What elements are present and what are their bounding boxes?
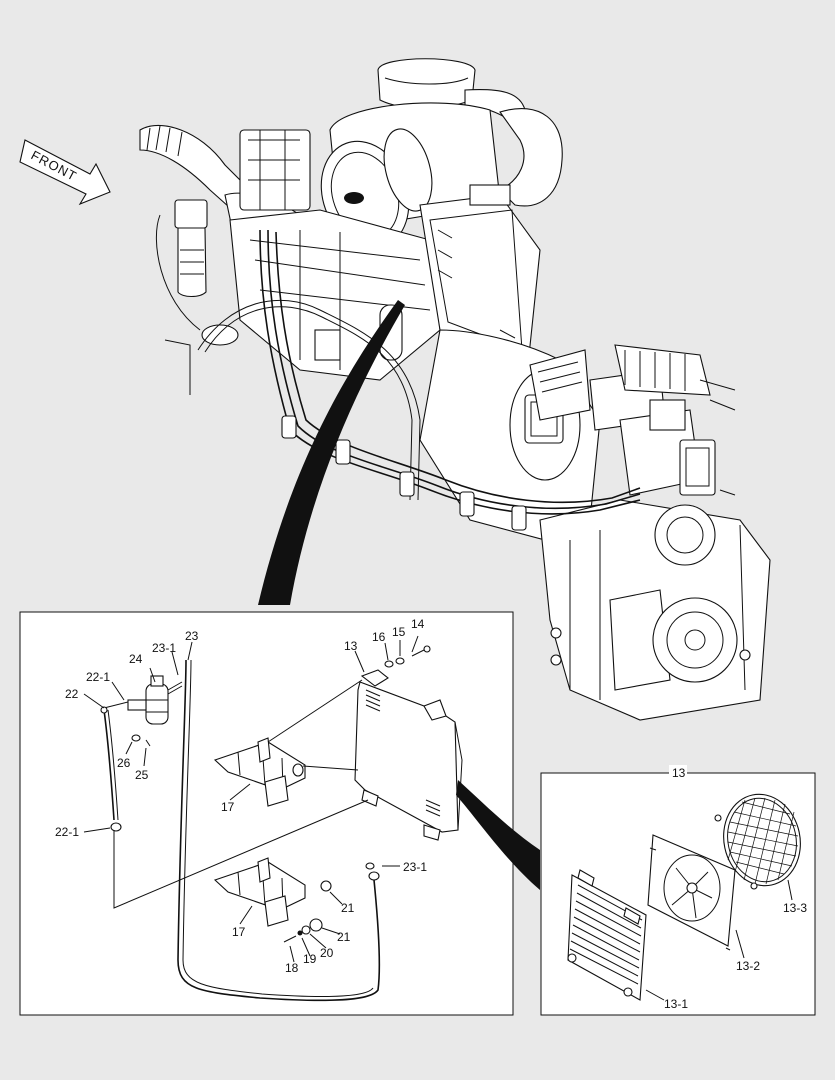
callout-21-upper: 21: [341, 901, 355, 915]
receiver-drier-part: [127, 675, 183, 747]
callout-18: 18: [285, 961, 299, 975]
callout-pointer-wedge: [258, 300, 405, 605]
callout-23-1-upper: 23-1: [152, 641, 176, 655]
callout-15: 15: [392, 625, 406, 639]
callout-13-3: 13-3: [783, 901, 807, 915]
washer-15: [395, 657, 405, 665]
callout-16: 16: [372, 630, 386, 644]
bolt-18: [283, 935, 297, 943]
callout-24: 24: [129, 652, 143, 666]
bracket-part-upper: [213, 737, 306, 807]
callout-22-1-upper: 22-1: [86, 670, 110, 684]
engine-assembly-illustration: [139, 58, 771, 721]
fan-shroud-part: [647, 834, 736, 951]
bolt-14: [411, 645, 431, 657]
callout-20: 20: [320, 946, 334, 960]
hose-22: [103, 709, 115, 821]
cooler-part: [354, 669, 463, 841]
callout-13: 13: [344, 639, 358, 653]
washer-20: [301, 925, 311, 935]
callout-21-lower: 21: [337, 930, 351, 944]
callout-25: 25: [135, 768, 149, 782]
bracket-part-lower: [213, 857, 306, 927]
callout-23-1-lower: 23-1: [403, 860, 427, 874]
detail-box-13: 13: [540, 765, 816, 1016]
hose-23: [177, 659, 381, 1002]
callout-14: 14: [411, 617, 425, 631]
callout-13-1: 13-1: [664, 997, 688, 1011]
callout-22: 22: [65, 687, 79, 701]
washer-16: [384, 660, 394, 668]
callout-13-2: 13-2: [736, 959, 760, 973]
detail-box-13-title: 13: [672, 766, 686, 780]
callout-23: 23: [185, 629, 199, 643]
callout-22-1-lower: 22-1: [55, 825, 79, 839]
condenser-core-part: [567, 869, 647, 1001]
fan-guard-part: [714, 793, 801, 890]
nut-21-upper: [320, 880, 332, 892]
detail-box-main: 14 15 16 13 23 23-1 24 22-1 22 26 25 17 …: [19, 611, 514, 1016]
washer-19: [297, 930, 303, 936]
detail-pointer-wedge: [456, 780, 540, 890]
front-arrow: FRONT: [19, 139, 111, 206]
washer-21-lower: [309, 918, 323, 932]
callout-17-lower: 17: [232, 925, 246, 939]
callout-17-upper: 17: [221, 800, 235, 814]
callout-19: 19: [303, 952, 317, 966]
callout-26: 26: [117, 756, 131, 770]
